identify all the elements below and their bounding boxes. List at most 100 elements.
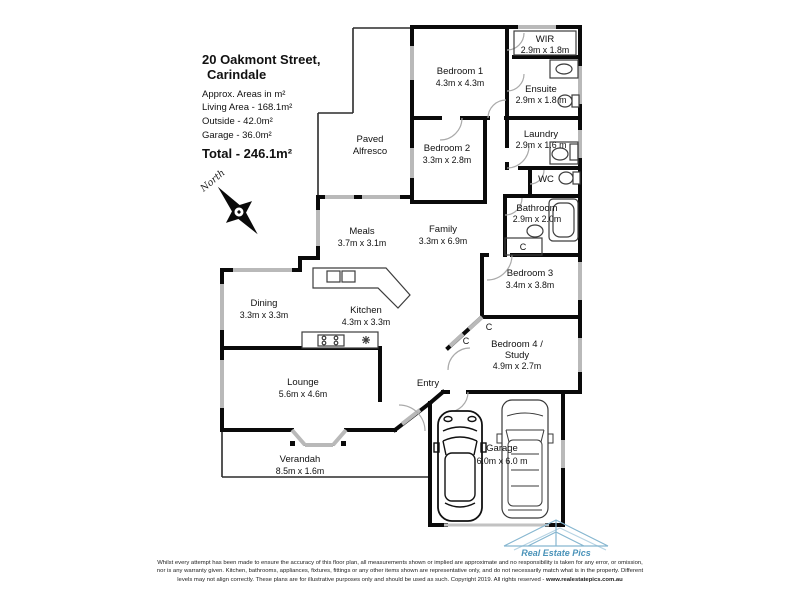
room-dims-family: 3.3m x 6.9m: [419, 236, 467, 246]
car-mirror: [496, 433, 503, 444]
car-roof: [507, 439, 543, 507]
disclaimer-line3-text: levels may not align correctly. These pl…: [177, 576, 547, 583]
room-dims-bathroom: 2.9m x 2.0m: [513, 214, 561, 224]
room-label-bedroom1: Bedroom 1: [437, 66, 483, 77]
compass-north-label: North: [198, 168, 228, 195]
door-arc: [506, 145, 530, 169]
room-label-wir: WIR: [536, 34, 555, 45]
room-label-garage: Garage: [486, 443, 518, 454]
areas-total: Total - 246.1m²: [202, 145, 293, 161]
car-hood-line: [506, 412, 544, 417]
car-suv-icon: [496, 399, 554, 519]
door-arc: [504, 197, 523, 216]
room-label-bedroom4b: Study: [505, 350, 530, 361]
room-dims-verandah: 8.5m x 1.6m: [276, 466, 324, 476]
room-label-bedroom3: Bedroom 3: [507, 268, 553, 279]
wardrobe-shelf: [513, 30, 577, 56]
cupboard-label: C: [520, 242, 527, 252]
verandah-post: [341, 441, 346, 446]
disclaimer-line3: levels may not align correctly. These pl…: [0, 576, 800, 584]
room-label-dining: Dining: [251, 298, 278, 309]
room-label-ensuite: Ensuite: [525, 84, 557, 95]
laundry-tub-icon: [551, 147, 569, 161]
burner-icon: [333, 335, 339, 341]
agency-logo: Real Estate Pics: [503, 519, 609, 558]
door-arc: [486, 254, 513, 281]
room-dims-garage: 6.0m x 6.0 m: [477, 456, 528, 466]
bay-window-segment: [290, 428, 348, 447]
room-dims-kitchen: 4.3m x 3.3m: [342, 317, 390, 327]
room-label-lounge: Lounge: [287, 377, 319, 388]
verandah-outline: [221, 430, 430, 478]
room-label-kitchen: Kitchen: [350, 305, 382, 316]
cooktop-symbol-icon: [362, 336, 370, 344]
room-dims-lounge: 5.6m x 4.6m: [279, 389, 327, 399]
basin-icon: [555, 63, 573, 75]
room-dims-bedroom4: 4.9m x 2.7m: [493, 361, 541, 371]
door-arc: [447, 347, 471, 371]
toilet-bowl-icon: [558, 171, 574, 185]
fixtures: [301, 30, 581, 349]
property-address-line1: 20 Oakmont Street,: [202, 52, 321, 67]
windows: [220, 25, 582, 527]
room-label-alfresco: Paved: [357, 134, 384, 145]
room-dims-meals: 3.7m x 3.1m: [338, 238, 386, 248]
areas-note: Approx. Areas in m²: [202, 88, 286, 100]
room-label-meals: Meals: [349, 226, 375, 237]
car-headlight: [443, 415, 453, 423]
areas-outside: Outside - 42.0m²: [202, 116, 273, 128]
roof-truss-icon: [503, 519, 609, 547]
compass-rose-icon: North: [198, 168, 258, 235]
bathtub-icon: [548, 198, 579, 242]
room-label-bedroom4: Bedroom 4 /: [491, 339, 543, 350]
garage-cars: [433, 399, 554, 522]
car-mirror: [480, 442, 487, 453]
sink-bowl-icon: [326, 270, 341, 283]
laundry-appliance: [569, 143, 579, 161]
kitchen-bench: [312, 267, 411, 309]
car-headlight: [467, 415, 477, 423]
door-arc: [439, 117, 463, 141]
disclaimer: Whilst every attempt has been made to en…: [0, 559, 800, 584]
disclaimer-line2: nor is any warranty given. Kitchen, bath…: [156, 568, 644, 575]
room-label-bedroom2: Bedroom 2: [424, 143, 470, 154]
cupboard-label: C: [486, 322, 493, 332]
ensuite-vanity: [549, 59, 579, 79]
room-label-wc: WC: [538, 174, 554, 185]
verandah-post: [290, 441, 295, 446]
room-dims-bedroom1: 4.3m x 4.3m: [436, 78, 484, 88]
toilet-bowl-icon: [557, 94, 573, 108]
garage-corner-diagonal: [427, 389, 446, 406]
car-mirror: [433, 442, 440, 453]
toilet-tank-icon: [571, 94, 580, 108]
linen-cupboard: [504, 237, 543, 256]
door-arc: [447, 391, 469, 413]
website-url: www.realestatepics.com.au: [546, 576, 623, 583]
car-sedan-icon: [433, 410, 487, 522]
burner-icon: [321, 340, 327, 346]
agency-logo-text: Real Estate Pics: [521, 548, 591, 558]
room-dims-bedroom3: 3.4m x 3.8m: [506, 280, 554, 290]
car-roof-bars: [511, 453, 539, 487]
stove-icon: [317, 334, 345, 347]
outdoor-outlines: [221, 27, 430, 478]
property-address-line2: Carindale: [207, 67, 267, 83]
burner-icon: [333, 340, 339, 346]
car-hood-line: [442, 426, 478, 432]
room-dims-wir: 2.9m x 1.8m: [521, 45, 569, 55]
compass-hub-dot: [237, 210, 241, 214]
kitchen-lower-bench: [301, 331, 379, 349]
door-arc: [506, 32, 525, 51]
door-arc: [487, 99, 507, 119]
car-windshield: [505, 429, 545, 443]
door-arc: [398, 404, 426, 432]
car-roof: [444, 452, 476, 502]
roof-truss-icon-back: [513, 527, 607, 551]
room-label-bathroom: Bathroom: [516, 203, 557, 214]
car-rear-window: [444, 502, 476, 508]
door-arc: [529, 169, 545, 185]
door-arc: [506, 73, 525, 92]
room-dims-ensuite: 2.9m x 1.8 m: [516, 95, 567, 105]
